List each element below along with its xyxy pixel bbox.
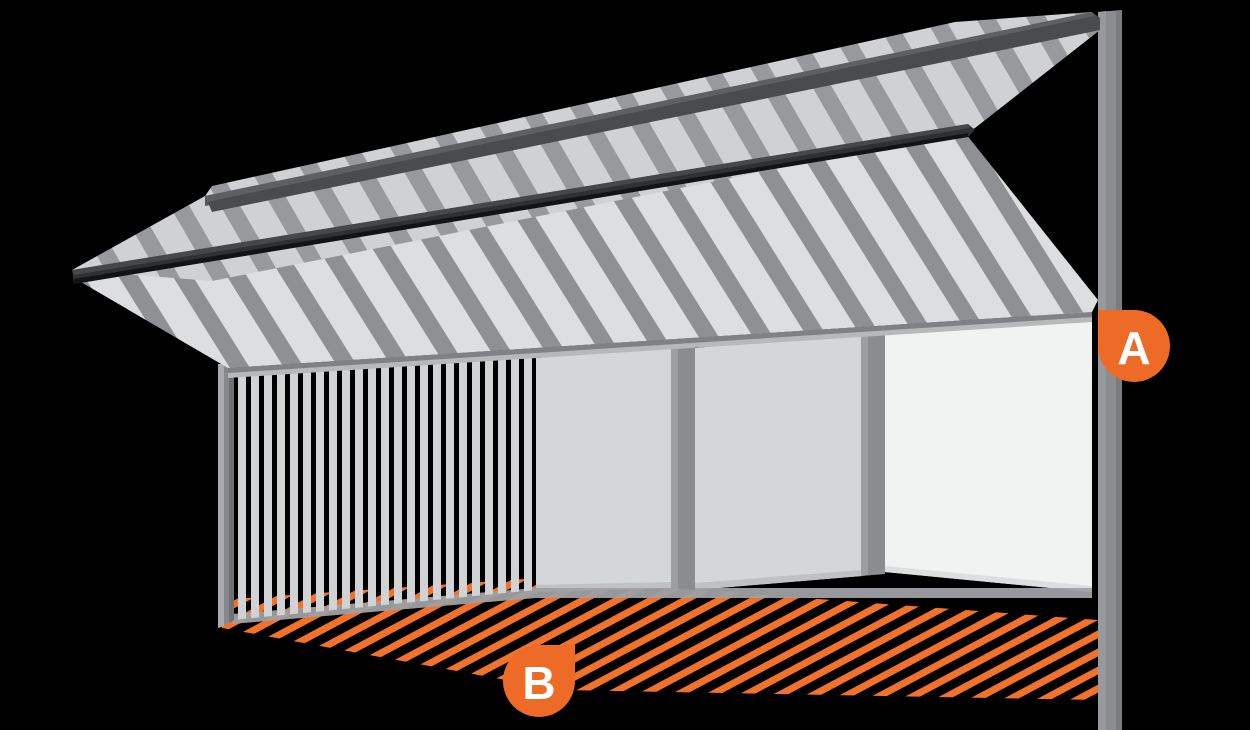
mid-post-2 bbox=[861, 329, 885, 576]
wall-panel-right bbox=[885, 310, 1092, 592]
roof-fascia bbox=[205, 12, 1100, 212]
wall-panel-mid bbox=[695, 332, 862, 590]
callout-a-label: A bbox=[1117, 322, 1150, 374]
ground-hatch bbox=[218, 578, 1098, 700]
lower-roof-plane bbox=[74, 134, 1098, 378]
wall-panel-left bbox=[536, 346, 672, 592]
callout-b[interactable]: B bbox=[503, 645, 575, 717]
callout-b-label: B bbox=[522, 657, 555, 709]
right-post bbox=[1098, 10, 1122, 730]
callout-a[interactable]: A bbox=[1098, 310, 1170, 382]
slat-screen bbox=[238, 356, 532, 620]
mid-post-1 bbox=[671, 344, 695, 590]
left-post bbox=[218, 364, 234, 628]
ridge-beam bbox=[72, 124, 975, 284]
